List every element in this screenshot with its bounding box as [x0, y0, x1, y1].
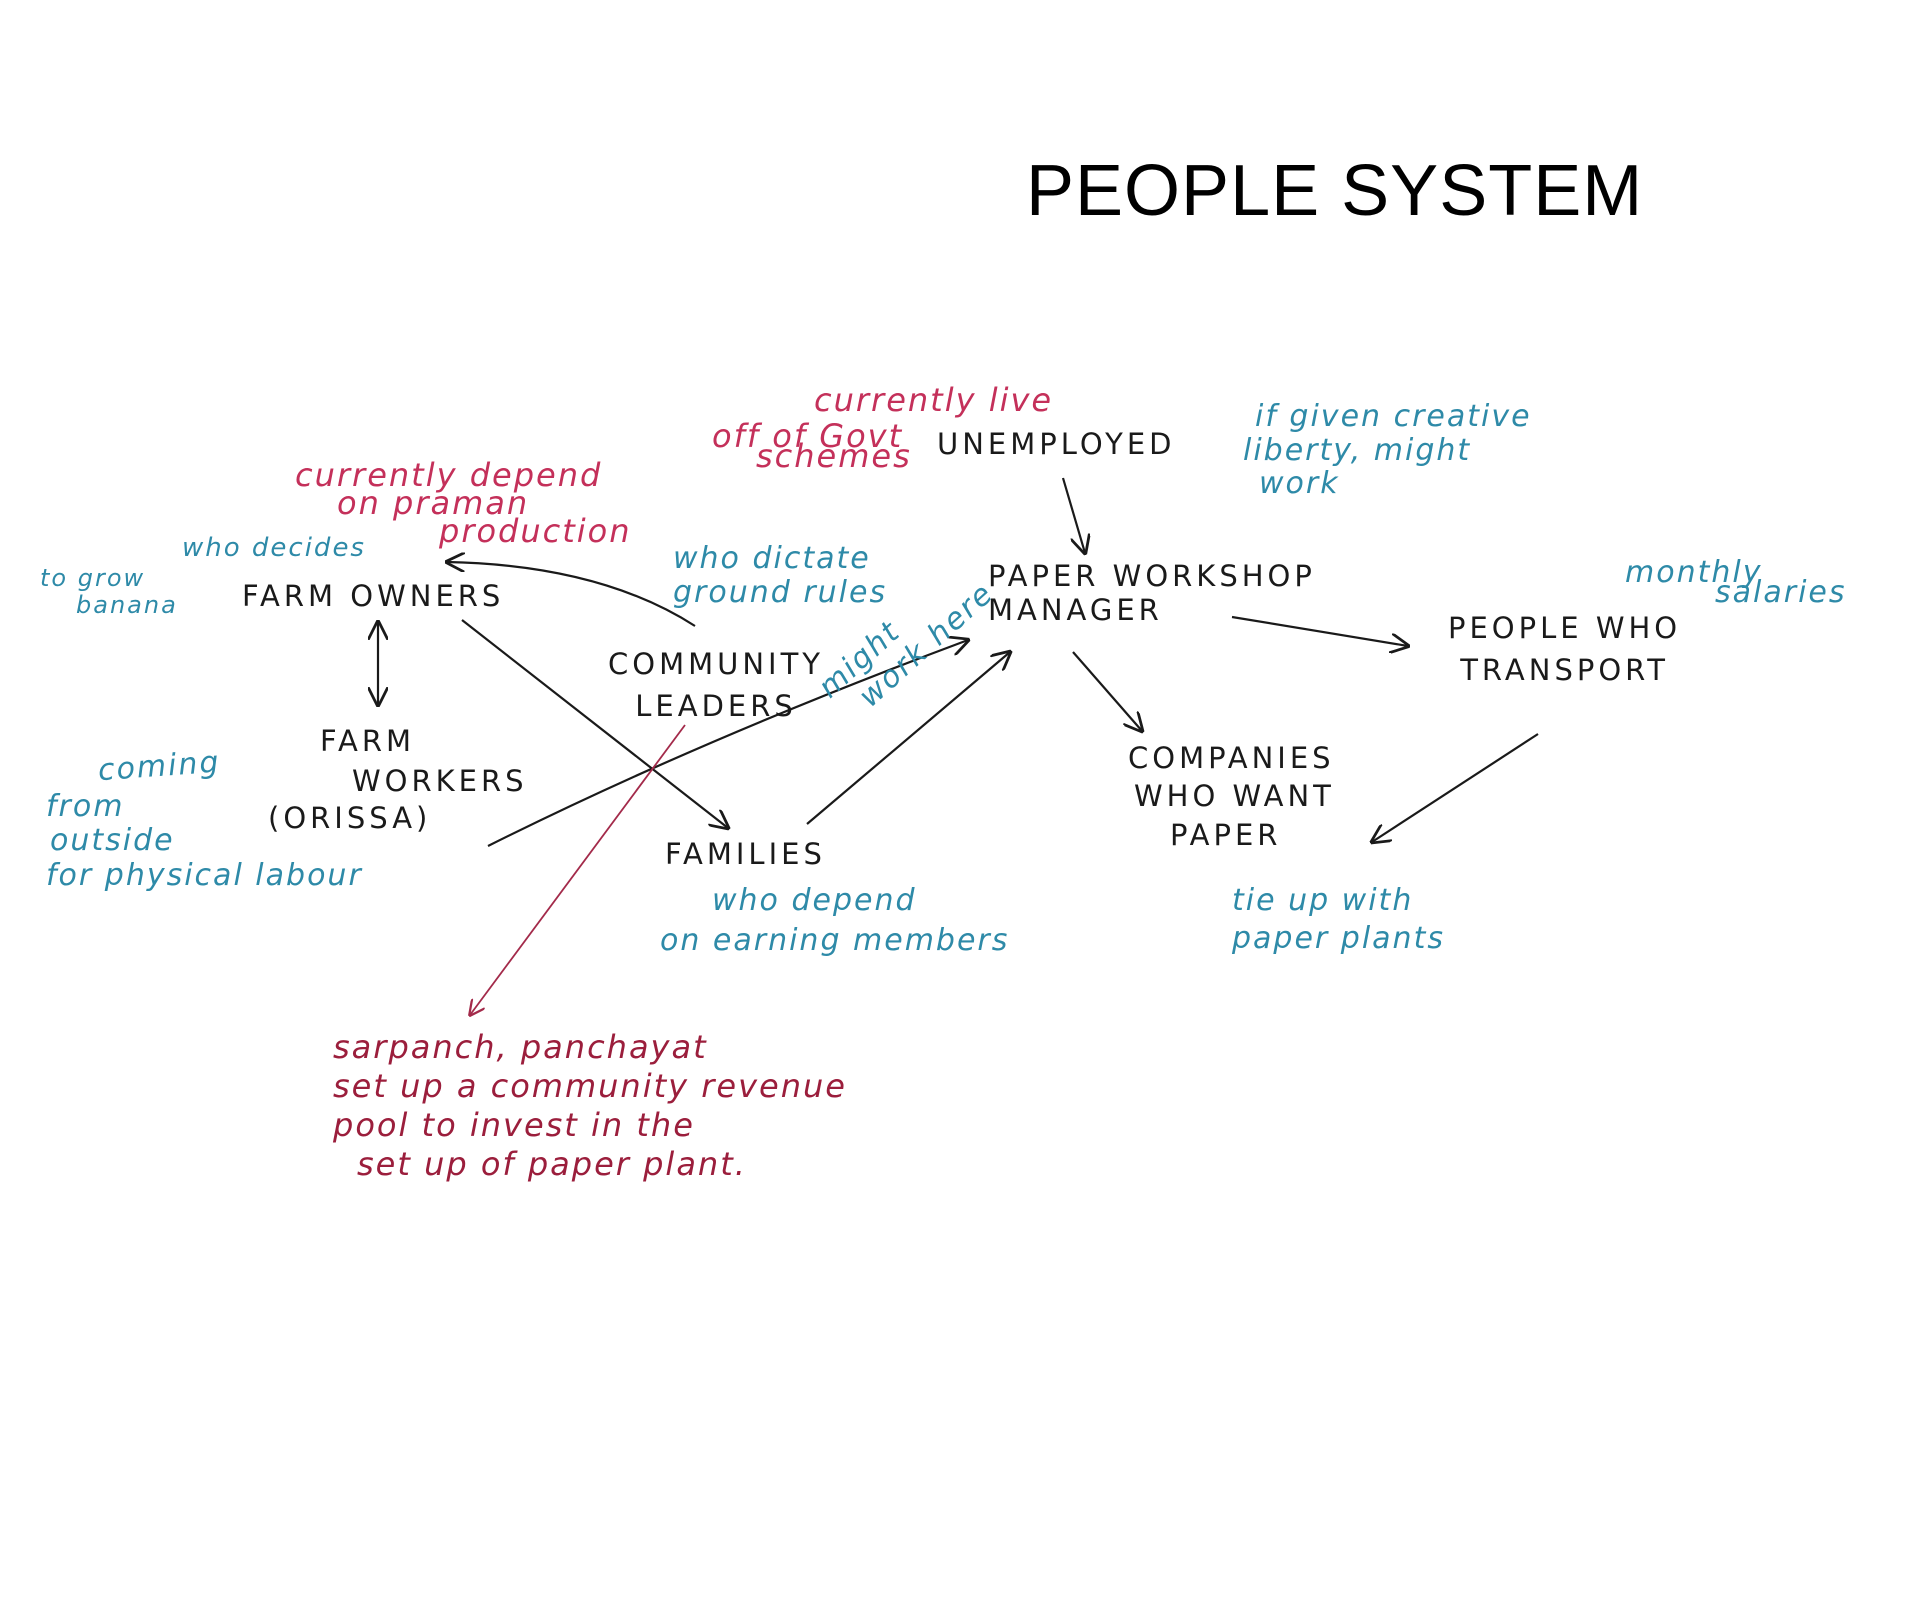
annotation-farm-owners-depend: currently depend on praman production	[295, 456, 632, 550]
annotation-line: set up a community revenue	[333, 1067, 847, 1106]
node-label-line: WORKERS	[352, 764, 528, 799]
annotation-creative-liberty: if given creative liberty, might work	[1243, 400, 1532, 501]
annotation-line: for physical labour	[46, 858, 363, 894]
annotation-monthly-salaries: monthly salaries	[1625, 556, 1847, 609]
node-label-line: TRANSPORT	[1460, 653, 1669, 688]
node-label-line: COMPANIES	[1128, 741, 1335, 775]
node-paper-workshop-manager: PAPER WORKSHOP MANAGER	[988, 560, 1316, 627]
arrow-families-to-manager	[806, 652, 1010, 825]
annotation-line: who dictate	[673, 541, 871, 576]
annotation-line: currently depend	[295, 456, 603, 494]
annotation-line: on earning members	[660, 922, 1010, 958]
arrow-farm-owners-to-families	[461, 619, 728, 828]
arrow-manager-to-companies	[1072, 651, 1142, 731]
node-community-leaders: COMMUNITY LEADERS	[608, 648, 824, 723]
node-label-line: MANAGER	[988, 593, 1163, 628]
arrow-manager-to-transport	[1231, 615, 1408, 646]
arrow-leaders-to-farm-owners	[447, 562, 696, 627]
node-label-line: PAPER	[1170, 817, 1282, 852]
arrow-leaders-to-sarpanch	[470, 724, 686, 1015]
annotation-line: tie up with	[1232, 883, 1414, 918]
annotation-unemployed-note: currently live off of Govt schemes	[712, 381, 1054, 475]
annotation-families-depend: who depend on earning members	[660, 884, 1009, 957]
annotation-line: monthly	[1625, 555, 1763, 590]
annotation-line: on praman	[337, 483, 530, 522]
arrow-transport-to-companies	[1372, 733, 1539, 842]
annotation-line: currently live	[814, 381, 1054, 419]
annotation-line: from	[46, 789, 125, 824]
annotation-line: if given creative	[1255, 399, 1532, 434]
annotation-sarpanch: sarpanch, panchayat set up a community r…	[333, 1028, 847, 1184]
arrow-farm-workers-to-manager	[487, 640, 968, 847]
page-title: PEOPLE SYSTEM	[1026, 151, 1644, 231]
annotation-line: set up of paper plant.	[357, 1145, 747, 1184]
annotation-line: to grow	[40, 564, 146, 592]
node-label-line: FARM	[320, 724, 416, 758]
node-companies-who-want-paper: COMPANIES WHO WANT PAPER	[1128, 741, 1335, 852]
node-farm-owners: FARM OWNERS	[242, 579, 505, 613]
annotation-line: salaries	[1715, 574, 1847, 610]
arrow-unemployed-to-manager	[1061, 477, 1085, 553]
annotation-line: ground rules	[673, 574, 888, 610]
annotation-line: schemes	[756, 436, 912, 475]
annotation-line: paper plants	[1232, 920, 1445, 956]
annotation-line: pool to invest in the	[333, 1106, 695, 1145]
annotation-tie-up: tie up with paper plants	[1232, 884, 1445, 955]
node-label-line: (ORISSA)	[268, 800, 432, 835]
annotation-who-decides: who decides	[182, 533, 366, 563]
node-unemployed: UNEMPLOYED	[937, 427, 1176, 461]
annotation-line: liberty, might	[1243, 432, 1472, 468]
annotation-line: off of Govt	[712, 416, 904, 455]
node-label-line: LEADERS	[635, 689, 797, 724]
annotation-line: production	[439, 511, 632, 550]
annotation-line: who depend	[712, 883, 917, 918]
node-label-line: PAPER WORKSHOP	[988, 559, 1316, 593]
annotation-to-grow-banana: to grow banana	[40, 565, 178, 619]
annotation-line: work	[1259, 466, 1340, 502]
node-label-line: PEOPLE WHO	[1448, 611, 1682, 645]
annotation-ground-rules: who dictate ground rules	[673, 542, 887, 609]
annotation-line: sarpanch, panchayat	[333, 1028, 708, 1066]
node-people-who-transport: PEOPLE WHO TRANSPORT	[1448, 612, 1681, 687]
annotation-from-outside: from outside for physical labour	[46, 790, 363, 893]
annotation-line: outside	[50, 822, 175, 858]
node-label-line: COMMUNITY	[608, 647, 825, 681]
node-farm-workers: FARM WORKERS (ORISSA)	[268, 724, 528, 835]
node-families: FAMILIES	[665, 837, 826, 871]
annotation-line: banana	[76, 590, 178, 619]
node-label-line: WHO WANT	[1134, 779, 1335, 814]
